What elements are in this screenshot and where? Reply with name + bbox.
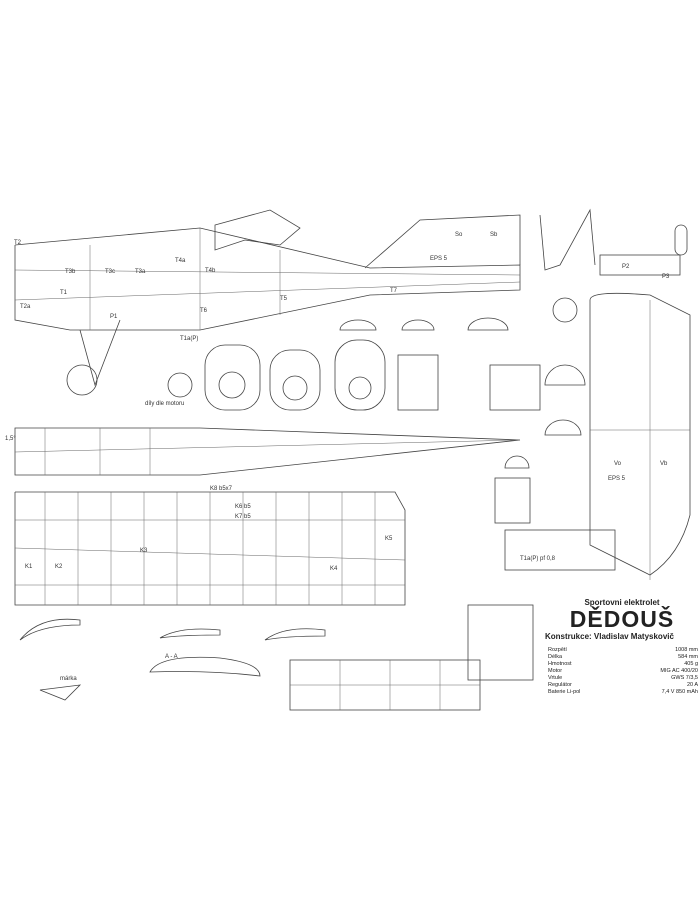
spec-value: 584 mm (678, 654, 698, 660)
label-sb: Sb (490, 232, 498, 238)
label-p2: P2 (622, 264, 630, 270)
label-vo: Vo (614, 461, 622, 467)
rib-profiles (19, 618, 326, 701)
label-angle: 1,5° (5, 436, 16, 442)
label-k2: K2 (55, 564, 63, 570)
spec-label: Motor (548, 668, 563, 674)
label-t5: T5 (280, 296, 288, 302)
title-block: Sportovni elektrolet DĚDOUŠ Konstrukce: … (540, 598, 700, 696)
label-p3: P3 (662, 274, 670, 280)
label-so: So (455, 232, 463, 238)
label-section-aa: A - A (165, 654, 178, 660)
spec-value: 20 A (686, 682, 698, 688)
label-dily-motoru: díly dle motoru (145, 401, 184, 407)
spec-label: Vrtule (548, 675, 563, 681)
label-t7: T7 (390, 288, 398, 294)
label-t4a: T4a (175, 258, 186, 264)
spec-label: Baterie Li-pol (548, 689, 581, 695)
label-t3c: T3c (105, 269, 115, 275)
spec-label: Rozpětí (548, 647, 567, 653)
spec-row: Regulátor 20 A (548, 682, 698, 689)
label-k8: K8 b5x7 (210, 486, 233, 492)
spec-value: 7,4 V 850 mAh (661, 689, 698, 695)
label-k5: K5 (385, 536, 393, 542)
label-t4b: T4b (205, 268, 216, 274)
label-vb: Vb (660, 461, 668, 467)
label-k3: K3 (140, 548, 148, 554)
author: Konstrukce: Vladislav Matyskovič (545, 632, 674, 641)
label-t3a: T3a (135, 269, 146, 275)
fin-rudder (539, 208, 691, 580)
label-t6: T6 (200, 308, 208, 314)
label-t2: T2 (14, 240, 22, 246)
label-k4: K4 (330, 566, 338, 572)
spec-label: Hmotnost (548, 661, 572, 667)
stabilizer-parts (289, 529, 616, 711)
spec-row: Vrtule GWS 7/3,5 (548, 675, 698, 682)
label-fin-eps5: EPS 5 (608, 476, 626, 482)
label-t3b: T3b (65, 269, 76, 275)
label-t1a: T1a(P) (180, 336, 198, 342)
label-k7: K7 b5 (235, 514, 251, 520)
label-t1a-pf: T1a(P) pf 0,8 (520, 556, 556, 562)
label-p1: P1 (110, 314, 118, 320)
label-k6: K6 b5 (235, 504, 251, 510)
fuselage-top-view (14, 427, 521, 476)
spec-value: 405 g (684, 661, 698, 667)
fuselage-formers (204, 297, 586, 524)
subtitle: Sportovni elektrolet (584, 598, 660, 607)
spec-row: Rozpětí 1008 mm (548, 647, 698, 654)
spec-label: Délka (548, 654, 563, 660)
spec-value: MIG AC 400/20 (660, 668, 698, 674)
label-eps5: EPS 5 (430, 256, 448, 262)
label-t1: T1 (60, 290, 68, 296)
wing-plan (14, 491, 406, 606)
spec-row: Délka 584 mm (548, 654, 698, 661)
label-marka: márka (60, 676, 77, 682)
spec-row: Hmotnost 405 g (548, 661, 698, 668)
spec-row: Motor MIG AC 400/20 (548, 668, 698, 675)
spec-row: Baterie Li-pol 7,4 V 850 mAh (548, 689, 698, 696)
spec-value: 1008 mm (675, 647, 698, 653)
spec-value: GWS 7/3,5 (671, 675, 698, 681)
fuselage-side-view (14, 209, 521, 396)
spec-label: Regulátor (548, 682, 572, 688)
model-name: DĚDOUŠ (569, 606, 675, 632)
label-t2a: T2a (20, 304, 31, 310)
label-k1: K1 (25, 564, 33, 570)
